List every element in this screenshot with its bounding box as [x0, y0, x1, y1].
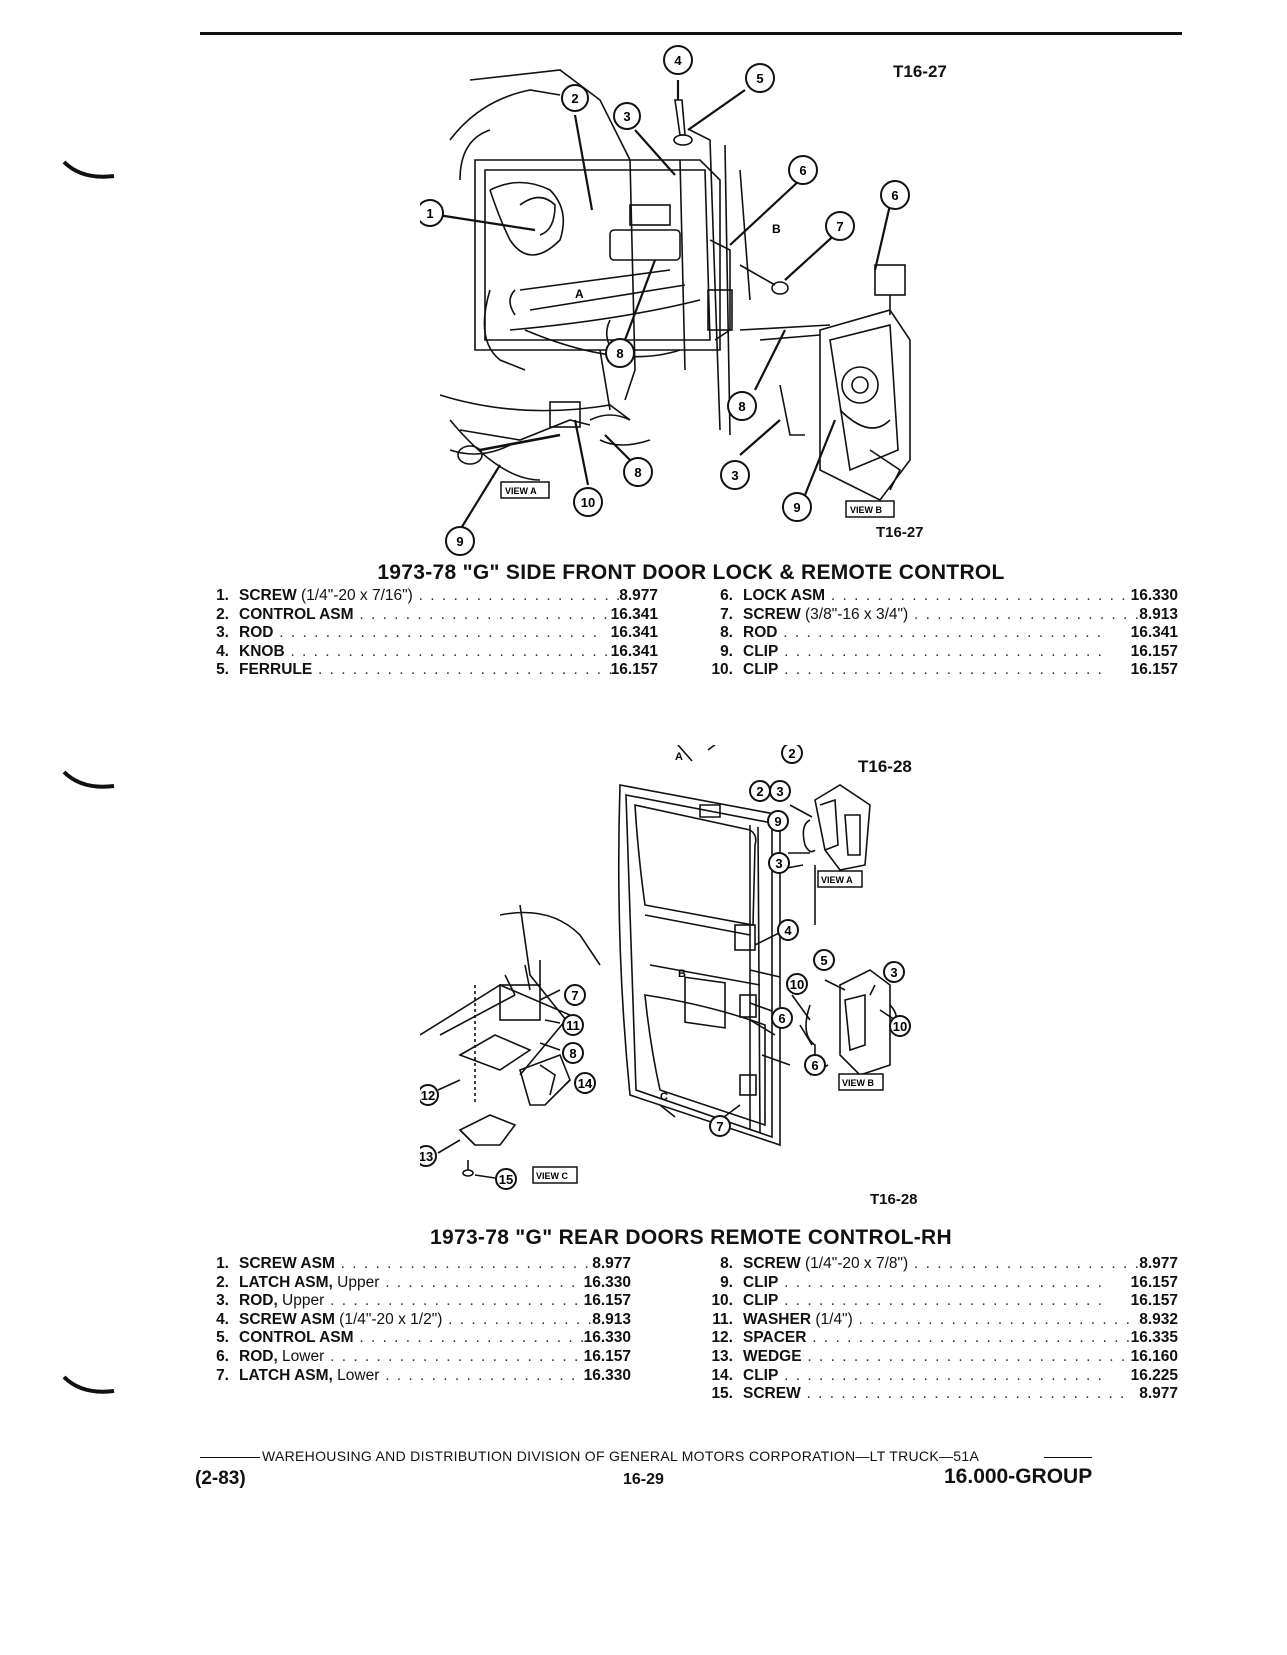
svg-text:5: 5: [756, 71, 763, 86]
view-b-label: VIEW B: [845, 500, 895, 523]
part-row: 9.CLIP . . . . . . . . . . . . . . . . .…: [720, 642, 1178, 660]
parts-list-front-door-right: 6.LOCK ASM . . . . . . . . . . . . . . .…: [700, 587, 1178, 680]
svg-text:8: 8: [569, 1046, 576, 1061]
view-c-label-rear: VIEW C: [532, 1166, 578, 1189]
svg-text:A: A: [575, 287, 584, 301]
svg-text:2: 2: [571, 91, 578, 106]
part-row: 5.FERRULE . . . . . . . . . . . . . . . …: [216, 661, 658, 679]
svg-text:C: C: [660, 1091, 668, 1103]
svg-text:VIEW B: VIEW B: [850, 505, 883, 515]
part-row: 1.SCREW ASM . . . . . . . . . . . . . . …: [216, 1255, 631, 1272]
part-row: 7.SCREW (3/8"-16 x 3/4") . . . . . . . .…: [720, 605, 1178, 623]
part-row: 13.WEDGE . . . . . . . . . . . . . . . .…: [711, 1347, 1178, 1365]
svg-text:B: B: [678, 968, 686, 980]
view-a-label: VIEW A: [500, 481, 550, 504]
svg-text:10: 10: [893, 1019, 907, 1034]
svg-text:4: 4: [784, 923, 792, 938]
part-row: 9.CLIP . . . . . . . . . . . . . . . . .…: [720, 1273, 1178, 1291]
part-row: 12.SPACER . . . . . . . . . . . . . . . …: [711, 1329, 1178, 1347]
svg-text:A: A: [675, 751, 683, 763]
footer-rule-left: [200, 1457, 260, 1458]
front-door-lock-illustration: 1 2 3 4 5 6 7 8 6 8 3 9 8 10 9 A B: [420, 40, 980, 570]
svg-text:8: 8: [738, 399, 745, 414]
svg-text:12: 12: [421, 1088, 435, 1103]
svg-text:14: 14: [578, 1076, 593, 1091]
part-row: 8.SCREW (1/4"-20 x 7/8") . . . . . . . .…: [720, 1255, 1178, 1272]
rear-door-remote-illustration: 1 2 2 3 9 3 4 5 10 3 10 6 6 7 11 8 14 12…: [420, 745, 960, 1245]
svg-text:2: 2: [756, 784, 763, 799]
top-rule: [200, 32, 1182, 35]
parts-list-rear-doors-left: 1.SCREW ASM . . . . . . . . . . . . . . …: [196, 1255, 631, 1385]
part-row: 11.WASHER (1/4") . . . . . . . . . . . .…: [712, 1310, 1178, 1328]
svg-text:6: 6: [778, 1011, 785, 1026]
parts-list-rear-doors-right: 8.SCREW (1/4"-20 x 7/8") . . . . . . . .…: [700, 1255, 1178, 1404]
svg-text:4: 4: [674, 53, 682, 68]
part-row: 4.SCREW ASM (1/4"-20 x 1/2") . . . . . .…: [216, 1310, 631, 1328]
part-row: 5.CONTROL ASM . . . . . . . . . . . . . …: [216, 1329, 631, 1347]
svg-text:3: 3: [890, 965, 897, 980]
footer-page-number: 16-29: [623, 1471, 664, 1488]
section-title-rear-doors: 1973-78 "G" REAR DOORS REMOTE CONTROL-RH: [430, 1226, 952, 1249]
svg-text:3: 3: [776, 784, 783, 799]
binder-mark-3: [62, 1375, 115, 1394]
part-row: 7.LATCH ASM, Lower . . . . . . . . . . .…: [216, 1366, 631, 1384]
svg-text:11: 11: [566, 1018, 580, 1033]
section-title-front-door: 1973-78 "G" SIDE FRONT DOOR LOCK & REMOT…: [377, 561, 1005, 584]
part-row: 6.LOCK ASM . . . . . . . . . . . . . . .…: [720, 587, 1178, 604]
svg-text:VIEW A: VIEW A: [505, 486, 537, 496]
part-row: 2.LATCH ASM, Upper . . . . . . . . . . .…: [216, 1273, 631, 1291]
svg-text:3: 3: [731, 468, 738, 483]
binder-mark-2: [62, 770, 115, 789]
svg-text:VIEW B: VIEW B: [842, 1078, 875, 1088]
svg-text:6: 6: [811, 1058, 818, 1073]
parts-list-front-door-left: 1.SCREW (1/4"-20 x 7/16") . . . . . . . …: [196, 587, 658, 680]
svg-text:VIEW A: VIEW A: [821, 875, 853, 885]
svg-text:5: 5: [820, 953, 827, 968]
svg-text:3: 3: [775, 856, 782, 871]
svg-text:9: 9: [456, 534, 463, 549]
part-row: 3.ROD, Upper . . . . . . . . . . . . . .…: [216, 1292, 631, 1310]
footer-rule-right: [1044, 1457, 1092, 1458]
part-row: 1.SCREW (1/4"-20 x 7/16") . . . . . . . …: [216, 587, 658, 604]
footer-group: 16.000-GROUP: [944, 1465, 1093, 1488]
svg-text:6: 6: [799, 163, 806, 178]
svg-text:7: 7: [716, 1119, 723, 1134]
svg-text:10: 10: [581, 495, 595, 510]
figure-label-t16-28-top: T16-28: [858, 757, 912, 776]
part-row: 14.CLIP . . . . . . . . . . . . . . . . …: [711, 1366, 1178, 1384]
binder-mark-1: [62, 160, 115, 179]
svg-text:15: 15: [499, 1172, 513, 1187]
part-row: 10.CLIP . . . . . . . . . . . . . . . . …: [711, 661, 1178, 679]
svg-text:6: 6: [891, 188, 898, 203]
view-a-label-rear: VIEW A: [817, 870, 863, 893]
svg-text:8: 8: [616, 346, 623, 361]
footer-division: WAREHOUSING AND DISTRIBUTION DIVISION OF…: [262, 1448, 980, 1464]
svg-text:9: 9: [774, 814, 781, 829]
part-row: 15.SCREW . . . . . . . . . . . . . . . .…: [711, 1385, 1178, 1403]
svg-text:7: 7: [836, 219, 843, 234]
part-row: 8.ROD . . . . . . . . . . . . . . . . . …: [720, 624, 1178, 642]
part-row: 4.KNOB . . . . . . . . . . . . . . . . .…: [216, 642, 658, 660]
svg-text:2: 2: [788, 746, 795, 761]
svg-text:1: 1: [426, 206, 433, 221]
view-b-label-rear: VIEW B: [838, 1073, 884, 1096]
svg-text:13: 13: [420, 1149, 433, 1164]
part-row: 2.CONTROL ASM . . . . . . . . . . . . . …: [216, 605, 658, 623]
figure-label-t16-27-top: T16-27: [893, 62, 947, 81]
part-row: 6.ROD, Lower . . . . . . . . . . . . . .…: [216, 1347, 631, 1365]
svg-text:9: 9: [793, 500, 800, 515]
svg-text:8: 8: [634, 465, 641, 480]
svg-text:7: 7: [571, 988, 578, 1003]
svg-text:10: 10: [790, 977, 804, 992]
svg-text:B: B: [772, 222, 781, 236]
svg-text:VIEW C: VIEW C: [536, 1171, 569, 1181]
footer-date: (2-83): [195, 1468, 246, 1489]
svg-text:3: 3: [623, 109, 630, 124]
part-row: 3.ROD . . . . . . . . . . . . . . . . . …: [216, 624, 658, 642]
figure-label-t16-27-bottom: T16-27: [876, 524, 924, 541]
figure-label-t16-28-bottom: T16-28: [870, 1191, 918, 1208]
part-row: 10.CLIP . . . . . . . . . . . . . . . . …: [711, 1292, 1178, 1310]
